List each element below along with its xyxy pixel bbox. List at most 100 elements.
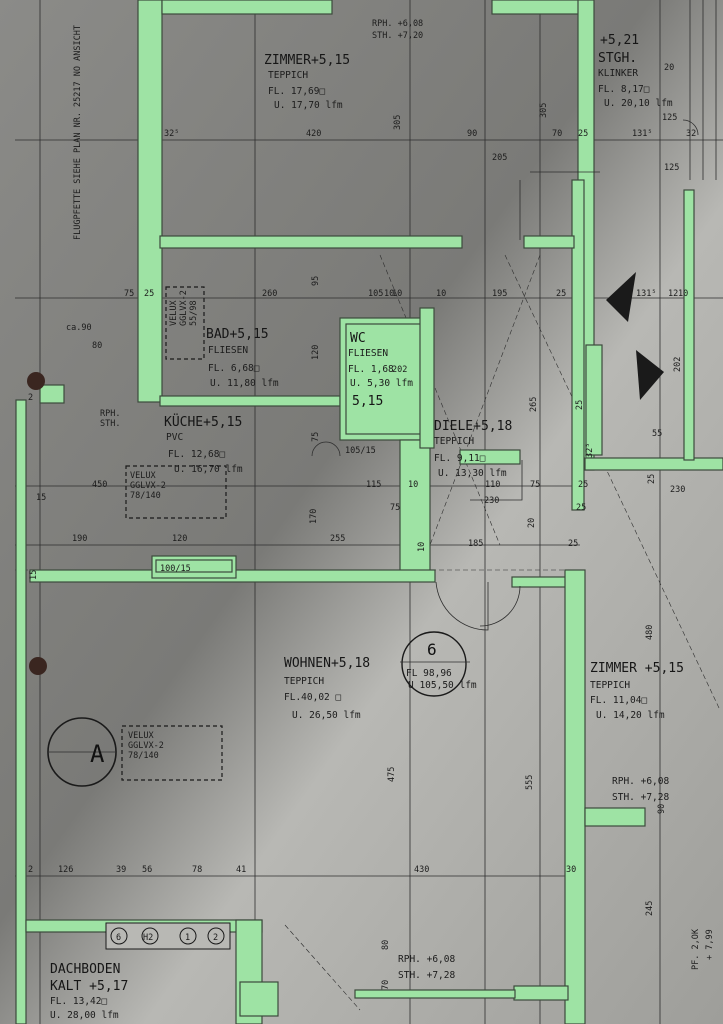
svg-text:STH. +7,20: STH. +7,20 xyxy=(372,31,423,41)
svg-text:TEPPICH: TEPPICH xyxy=(434,436,474,447)
svg-text:U. 11,80 lfm: U. 11,80 lfm xyxy=(210,378,279,389)
dimension-label: 120 xyxy=(172,534,187,544)
room-wc: WC FLIESEN FL. 1,68 U. 5,30 lfm 5,15 105… xyxy=(345,331,413,456)
dimension-label: 32⁵ xyxy=(585,443,595,458)
svg-text:FL.40,02 □: FL.40,02 □ xyxy=(284,692,341,703)
dimension-label: 202 xyxy=(673,357,683,372)
svg-text:STGH.: STGH. xyxy=(598,51,637,66)
dimension-label: ca.90 xyxy=(66,323,92,333)
svg-text:KÜCHE+5,15: KÜCHE+5,15 xyxy=(164,413,242,430)
dimension-label: 245 xyxy=(645,901,655,916)
velux-window: VELUX GGLVX-2 78/140 xyxy=(125,465,227,519)
dimension-label: 75 xyxy=(390,503,400,513)
dimension-label: 10 xyxy=(392,289,402,299)
chimney-dot xyxy=(29,657,47,675)
svg-text:FL. 12,68□: FL. 12,68□ xyxy=(168,449,225,460)
dimension-label: 190 xyxy=(72,534,87,544)
svg-text:ZIMMER+5,15: ZIMMER+5,15 xyxy=(264,53,350,68)
dimension-label: 230 xyxy=(484,496,499,506)
dimension-label: 105 xyxy=(368,289,383,299)
svg-text:1: 1 xyxy=(185,933,190,943)
room-dachboden: DACHBODEN KALT +5,17 FL. 13,42□ U. 28,00… xyxy=(50,962,128,1021)
dimension-label: 305 xyxy=(393,115,403,130)
room-stgh: +5,21 STGH. KLINKER FL. 8,17□ U. 20,10 l… xyxy=(598,33,673,109)
svg-text:U. 16,70 lfm: U. 16,70 lfm xyxy=(174,464,243,475)
svg-text:U. 5,30 lfm: U. 5,30 lfm xyxy=(350,378,413,389)
dimension-label: 12 xyxy=(668,289,678,299)
dimension-label: 25 xyxy=(568,539,578,549)
dimension-label: 15 xyxy=(29,570,39,580)
height-label-top: RPH. +6,08 STH. +7,20 xyxy=(372,19,423,41)
height-label-left: RPH. STH. xyxy=(100,409,120,429)
room-kuche: KÜCHE+5,15 PVC FL. 12,68□ U. 16,70 lfm xyxy=(164,413,243,475)
svg-text:TEPPICH: TEPPICH xyxy=(590,680,630,691)
dimension-label: 131⁵ xyxy=(632,129,652,139)
svg-text:105/15: 105/15 xyxy=(345,446,376,456)
dimension-label: 25 xyxy=(556,289,566,299)
dimension-label: 25 xyxy=(144,289,154,299)
svg-text:RPH. +6,08: RPH. +6,08 xyxy=(612,776,669,787)
pf-value: + 7,99 xyxy=(705,929,715,960)
dimension-label: 126 xyxy=(58,865,73,875)
svg-text:55/98: 55/98 xyxy=(189,300,199,326)
dimension-label: 90 xyxy=(657,804,667,814)
svg-text:FLIESEN: FLIESEN xyxy=(208,345,248,356)
svg-text:WC: WC xyxy=(350,331,366,346)
room-wohnen: WOHNEN+5,18 TEPPICH FL.40,02 □ U. 26,50 … xyxy=(284,656,370,721)
svg-text:WOHNEN+5,18: WOHNEN+5,18 xyxy=(284,656,370,671)
svg-text:78/140: 78/140 xyxy=(130,491,161,501)
svg-text:U. 28,00 lfm: U. 28,00 lfm xyxy=(50,1010,119,1021)
dimension-label: 25 xyxy=(575,400,585,410)
dimension-label: 2 xyxy=(28,393,33,403)
svg-text:TEPPICH: TEPPICH xyxy=(268,70,308,81)
room-zimmer-top: ZIMMER+5,15 TEPPICH FL. 17,69□ U. 17,70 … xyxy=(264,53,350,111)
dimension-label: 230 xyxy=(670,485,685,495)
svg-text:STH. +7,28: STH. +7,28 xyxy=(398,970,455,981)
svg-text:GGLVX-2: GGLVX-2 xyxy=(128,741,164,751)
stair-symbols xyxy=(606,0,717,400)
walls xyxy=(15,0,723,1024)
dimension-label: 10 xyxy=(678,289,688,299)
dimension-label: 125 xyxy=(664,163,679,173)
section-marker: A xyxy=(47,717,117,787)
svg-text:STH. +7,28: STH. +7,28 xyxy=(612,792,669,803)
dimension-label: 30 xyxy=(566,865,576,875)
dimension-label: 305 xyxy=(539,103,549,118)
dimension-label: 90 xyxy=(467,129,477,139)
dimension-label: 185 xyxy=(468,539,483,549)
dimension-label: 125 xyxy=(662,113,677,123)
dimension-label: 78 xyxy=(192,865,202,875)
dimension-label: 95 xyxy=(311,276,321,286)
dimension-label: 475 xyxy=(387,767,397,782)
dimension-label: 170 xyxy=(309,509,319,524)
svg-text:FL. 9,11□: FL. 9,11□ xyxy=(434,453,486,464)
dimension-label: 80 xyxy=(381,940,391,950)
svg-text:PVC: PVC xyxy=(166,432,183,443)
dimension-label: 480 xyxy=(645,625,655,640)
dimension-label: 110 xyxy=(485,480,500,490)
svg-text:BAD+5,15: BAD+5,15 xyxy=(206,327,269,342)
svg-text:FL. 1,68: FL. 1,68 xyxy=(348,364,394,375)
dimension-label: 41 xyxy=(236,865,246,875)
dimension-label: 195 xyxy=(492,289,507,299)
height-label-right: RPH. +6,08 STH. +7,28 xyxy=(612,776,669,803)
svg-text:VELUX: VELUX xyxy=(169,300,179,326)
svg-text:H2: H2 xyxy=(143,933,153,943)
dimension-label: 265 xyxy=(529,397,539,412)
dimension-label: 32⁵ xyxy=(164,129,179,139)
dimension-label: 75 xyxy=(530,480,540,490)
dimension-label: 55 xyxy=(652,429,662,439)
svg-text:FL. 11,04□: FL. 11,04□ xyxy=(590,695,647,706)
dimension-label: 10 xyxy=(384,289,394,299)
dimension-label: 2 xyxy=(28,865,33,875)
dimension-label: 70 xyxy=(381,980,391,990)
svg-text:U. 14,20 lfm: U. 14,20 lfm xyxy=(596,710,665,721)
svg-text:U. 26,50 lfm: U. 26,50 lfm xyxy=(292,710,361,721)
door-swings xyxy=(311,119,699,631)
dimension-label: 120 xyxy=(311,345,321,360)
dimension-label: 15 xyxy=(36,493,46,503)
dimension-label: 205 xyxy=(492,153,507,163)
svg-text:VELUX: VELUX xyxy=(130,471,156,481)
